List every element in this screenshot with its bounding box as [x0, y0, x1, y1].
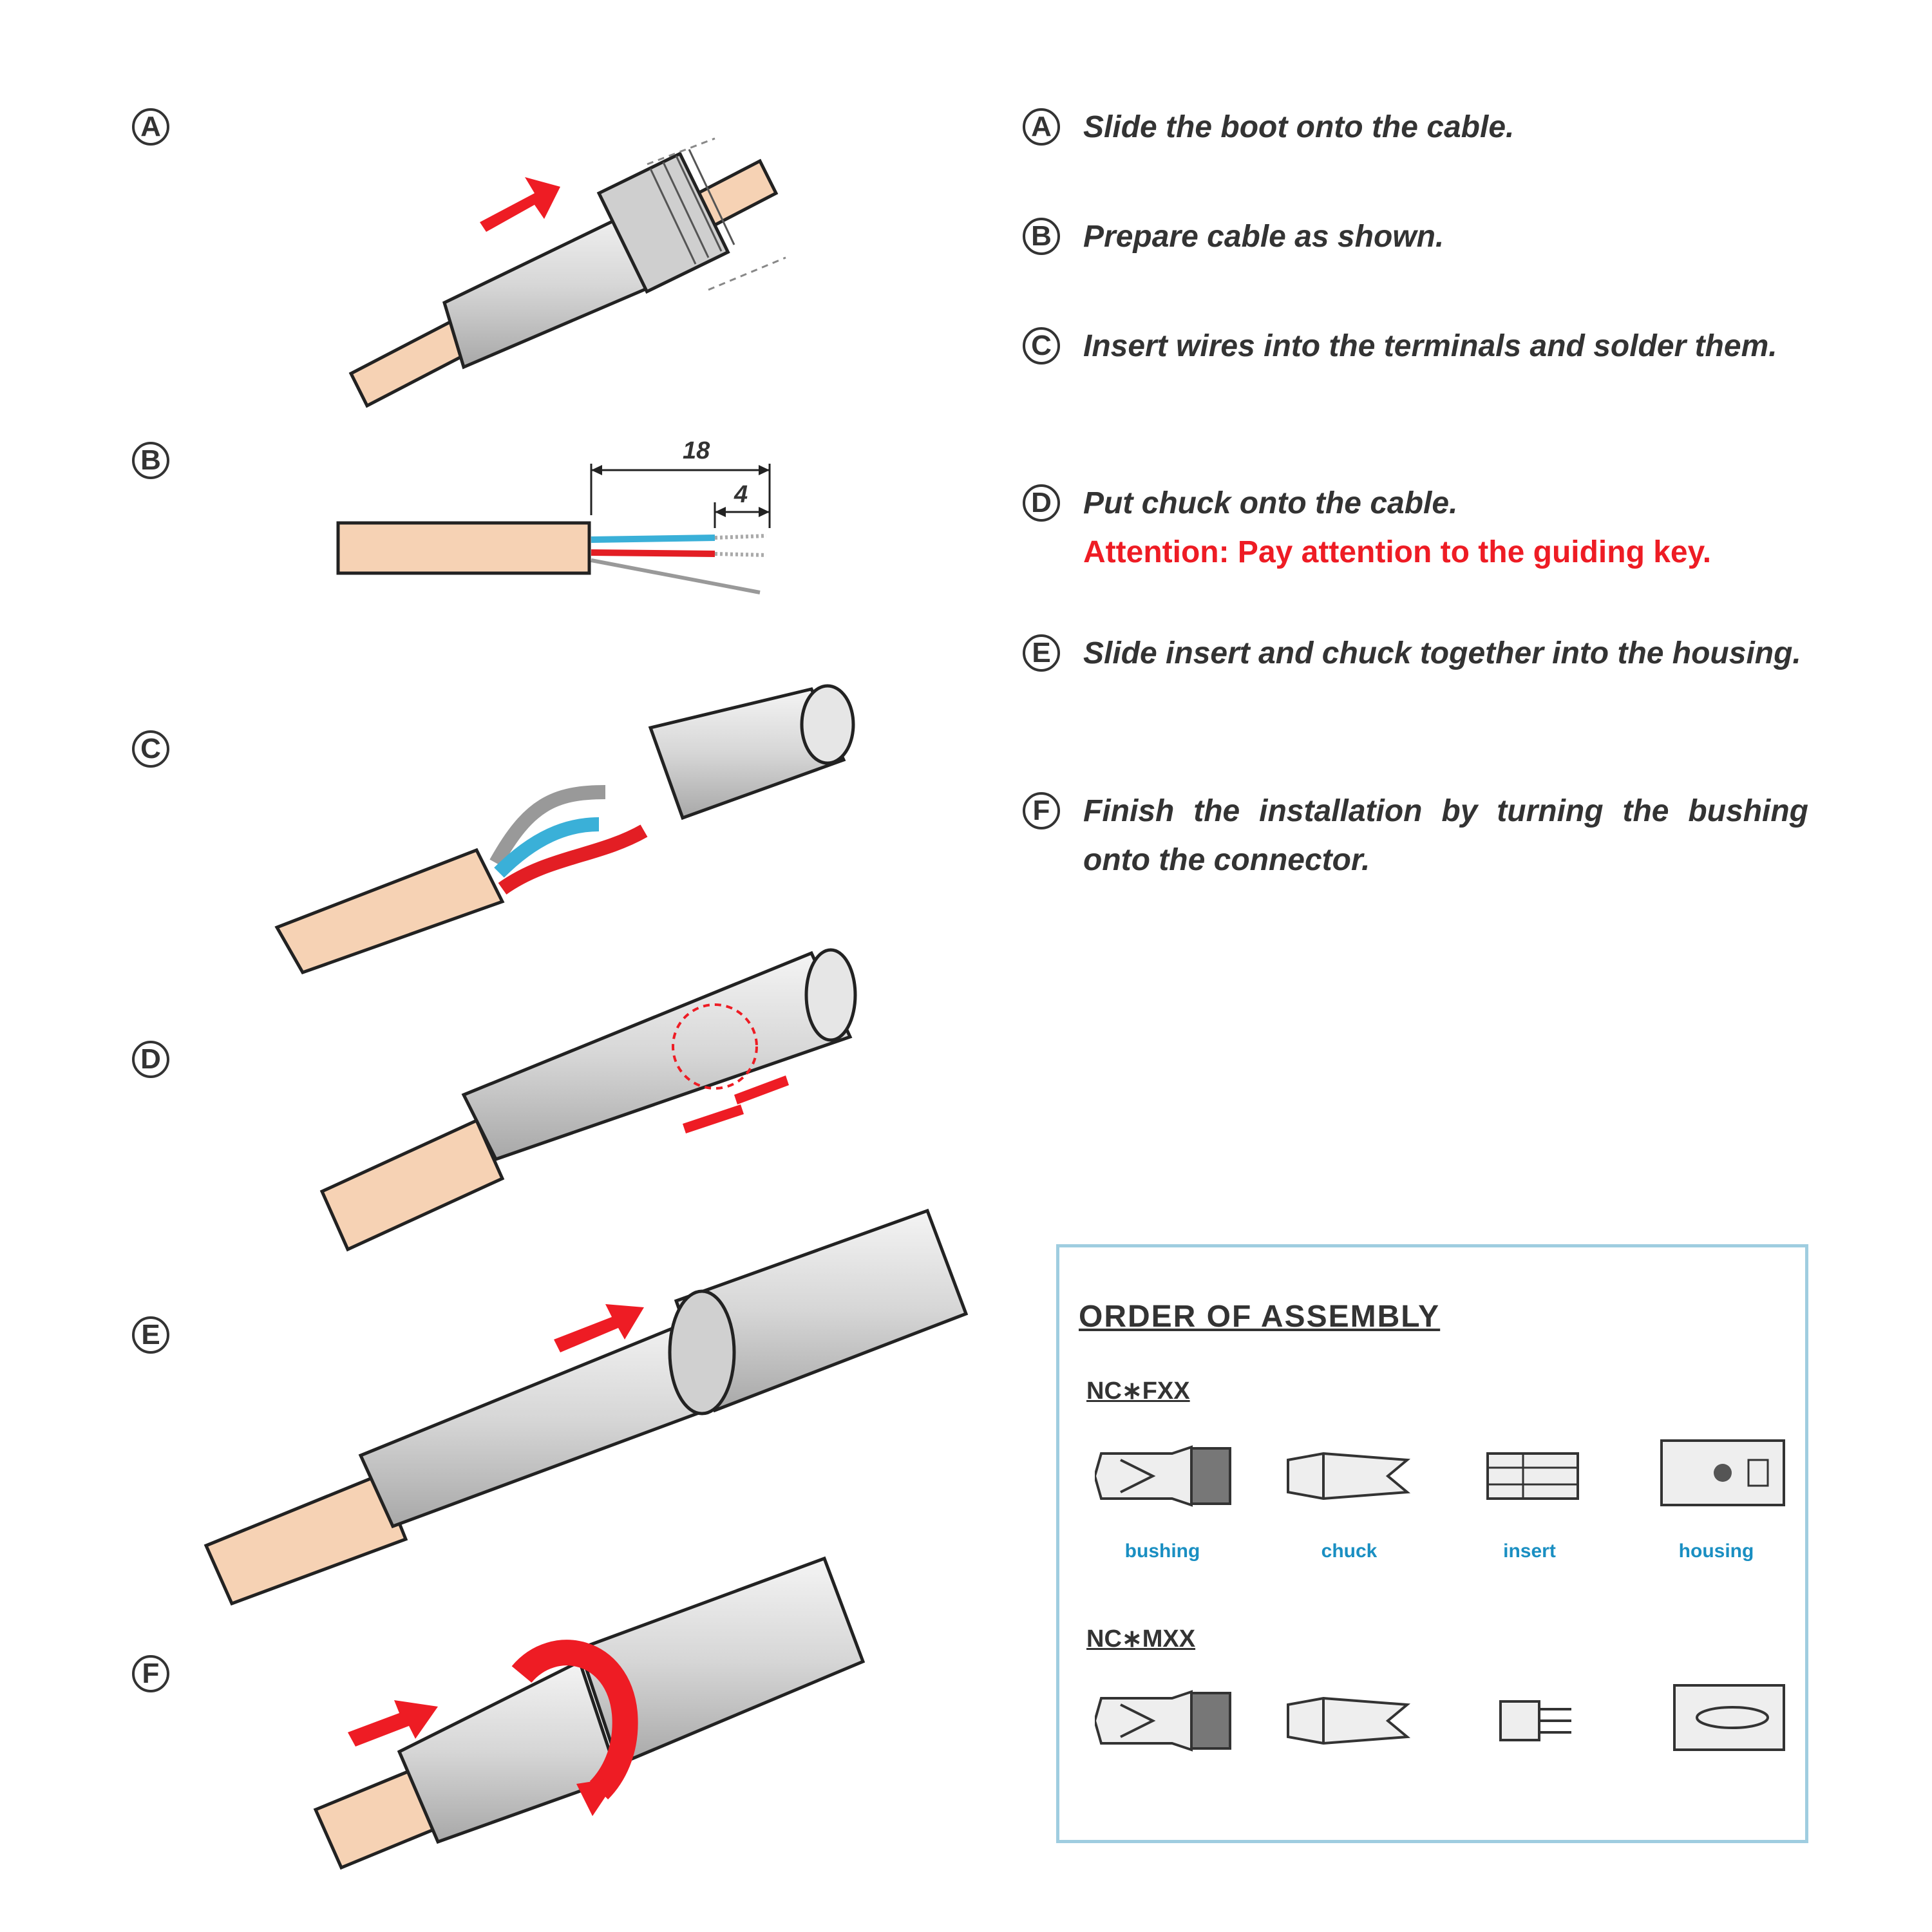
- assembly-title: ORDER OF ASSEMBLY: [1079, 1300, 1441, 1334]
- assembly-illustrations: 18 4: [204, 137, 969, 1870]
- dimension-18: 18: [683, 437, 710, 464]
- instruction-e-marker: E: [1023, 634, 1060, 672]
- diagram-e: [204, 1208, 969, 1606]
- diagram-f: [313, 1556, 866, 1870]
- step-e-marker: E: [132, 1316, 169, 1354]
- order-of-assembly-panel: ORDER OF ASSEMBLY NC∗FXX bushing chuck i…: [1056, 1244, 1808, 1843]
- step-c-marker: C: [132, 730, 169, 768]
- instruction-b: Prepare cable as shown.: [1083, 220, 1444, 254]
- insert-part-icon: [1486, 1452, 1579, 1500]
- diagram-b: 18 4: [336, 437, 771, 594]
- housing-part-icon: [1660, 1439, 1785, 1506]
- part-label-chuck: chuck: [1321, 1540, 1378, 1562]
- instruction-a: Slide the boot onto the cable.: [1083, 110, 1515, 144]
- diagram-a: [348, 137, 786, 408]
- instruction-b-marker: B: [1023, 218, 1060, 255]
- instruction-e: Slide insert and chuck together into the…: [1083, 636, 1801, 670]
- step-b-marker: B: [132, 442, 169, 479]
- instruction-f-marker: F: [1023, 792, 1060, 829]
- part-label-housing: housing: [1678, 1540, 1754, 1562]
- instruction-c: Insert wires into the terminals and sold…: [1083, 329, 1777, 363]
- instruction-f: Finish the installation by turning the b…: [1083, 794, 1808, 877]
- part-label-bushing: bushing: [1124, 1540, 1200, 1562]
- bushing-male-part-icon: [1095, 1690, 1231, 1752]
- step-f-marker: F: [132, 1655, 169, 1692]
- dimension-4: 4: [734, 481, 748, 508]
- instruction-d: Put chuck onto the cable. Attention: Pay…: [1083, 479, 1808, 577]
- bushing-part-icon: [1095, 1445, 1231, 1507]
- instruction-a-marker: A: [1023, 108, 1060, 146]
- diagram-c: [274, 684, 855, 975]
- diagram-d: [319, 948, 857, 1252]
- instruction-c-marker: C: [1023, 327, 1060, 365]
- chuck-part-icon: [1287, 1452, 1411, 1501]
- model-mxx-label: NC∗MXX: [1086, 1625, 1196, 1653]
- attention-note: Attention: Pay attention to the guiding …: [1083, 535, 1712, 569]
- instruction-d-text: Put chuck onto the cable.: [1083, 486, 1458, 520]
- chuck-male-part-icon: [1287, 1696, 1411, 1745]
- housing-male-part-icon: [1673, 1684, 1785, 1751]
- step-a-marker: A: [132, 108, 169, 146]
- model-fxx-label: NC∗FXX: [1086, 1378, 1190, 1405]
- part-label-insert: insert: [1503, 1540, 1556, 1562]
- instruction-d-marker: D: [1023, 484, 1060, 522]
- insert-male-part-icon: [1499, 1700, 1571, 1741]
- step-d-marker: D: [132, 1041, 169, 1078]
